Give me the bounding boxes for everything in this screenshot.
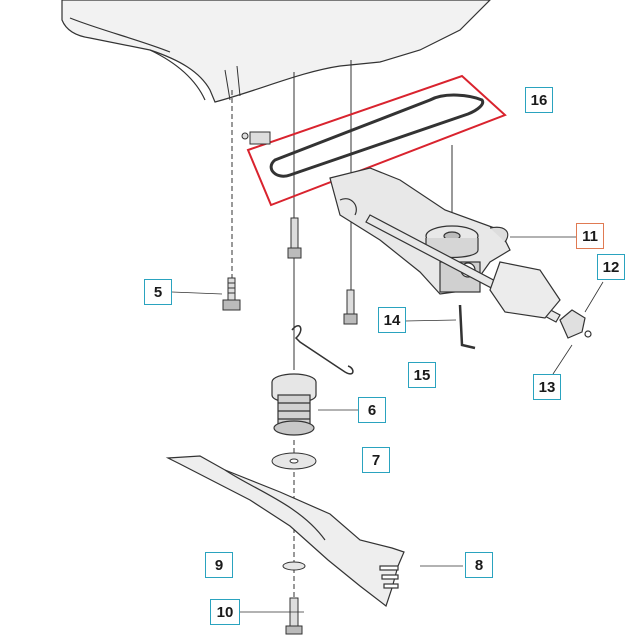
callout-12[interactable]: 12 [597, 254, 625, 280]
leader-lines [171, 236, 604, 613]
callout-10[interactable]: 10 [210, 599, 240, 625]
callout-7[interactable]: 7 [362, 447, 390, 473]
bolt-right [343, 289, 358, 325]
spring-clip [291, 325, 354, 375]
bolt-center [287, 217, 302, 259]
blade-8 [165, 455, 405, 607]
wheel-hub-12 [559, 309, 592, 339]
blade-hub-6 [271, 373, 317, 436]
washer-7 [271, 452, 317, 470]
bolt-10 [285, 597, 303, 635]
callout-14[interactable]: 14 [378, 307, 406, 333]
callout-5[interactable]: 5 [144, 279, 172, 305]
callout-11[interactable]: 11 [576, 223, 604, 249]
drive-belt-16 [269, 93, 485, 178]
callout-9[interactable]: 9 [205, 552, 233, 578]
callout-6[interactable]: 6 [358, 397, 386, 423]
callout-16[interactable]: 16 [525, 87, 553, 113]
pin-14 [458, 304, 476, 350]
bolt-5 [222, 277, 241, 311]
callout-8[interactable]: 8 [465, 552, 493, 578]
small-fastener [241, 131, 271, 145]
callout-13[interactable]: 13 [533, 374, 561, 400]
washer-9 [282, 561, 306, 571]
axle [365, 214, 561, 323]
mower-deck [61, 0, 491, 103]
callout-15[interactable]: 15 [408, 362, 436, 388]
belt-highlight-frame [246, 74, 507, 207]
